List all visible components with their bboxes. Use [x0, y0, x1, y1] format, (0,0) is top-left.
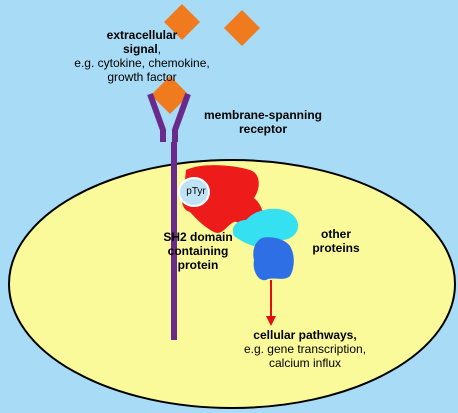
pathway-title: cellular pathways	[253, 328, 354, 342]
sh2-line-3: protein	[177, 258, 219, 272]
pathway-comma: ,	[353, 328, 357, 342]
receptor	[147, 92, 191, 340]
receptor-line-2: receptor	[238, 122, 288, 136]
ptyr-site	[178, 177, 210, 207]
receptor-line-1: membrane-spanning	[203, 108, 323, 122]
other-protein-cyan	[232, 208, 299, 248]
pathway-line-1: cellular pathways,	[210, 328, 400, 342]
extracellular-signal-label: extracellular signal, e.g. cytokine, che…	[52, 28, 232, 84]
cell-body	[8, 159, 456, 409]
receptor-right-arm	[172, 92, 191, 142]
other-line-2: proteins	[312, 241, 360, 255]
pathway-line-3: calcium influx	[268, 356, 342, 370]
cellular-pathways-label: cellular pathways, e.g. gene transcripti…	[210, 328, 400, 370]
signal-molecule-2	[224, 10, 260, 46]
signal-line-2: signal,	[52, 42, 232, 56]
receptor-left-arm	[147, 92, 166, 142]
other-proteins-label: other proteins	[296, 227, 376, 255]
sh2-protein-label: SH2 domain containing protein	[150, 230, 246, 272]
arrow-head	[266, 316, 276, 326]
signal-comma: ,	[157, 42, 162, 56]
sh2-line-1: SH2 domain	[163, 230, 233, 244]
signal-molecule-1	[164, 4, 200, 40]
ptyr-label: pTyr	[186, 186, 206, 197]
other-protein-blue	[253, 237, 294, 281]
signal-word: signal	[122, 42, 158, 56]
receptor-label: membrane-spanning receptor	[178, 108, 348, 136]
sh2-line-2: containing	[167, 244, 229, 258]
signal-line-3: e.g. cytokine, chemokine,	[74, 56, 210, 70]
signal-molecule-bound	[151, 76, 189, 114]
pathway-line-2: e.g. gene transcription,	[243, 342, 367, 356]
other-line-1: other	[321, 227, 351, 241]
pathway-arrow	[266, 280, 276, 326]
signal-line-1: extracellular	[106, 28, 178, 42]
signal-line-4: growth factor	[107, 70, 177, 84]
